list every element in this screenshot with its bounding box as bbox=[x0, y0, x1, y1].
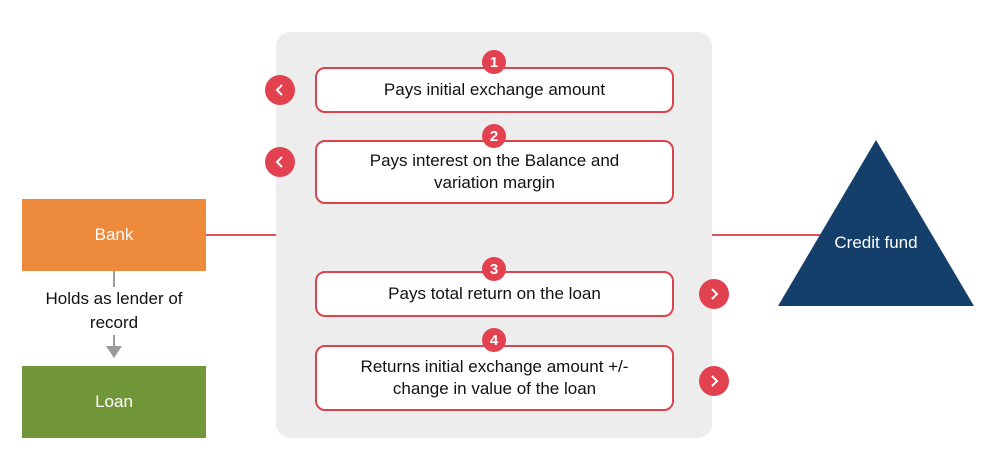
step-1-arrow-left-icon bbox=[265, 75, 295, 105]
loan-box: Loan bbox=[22, 366, 206, 438]
step-2-badge: 2 bbox=[482, 124, 506, 148]
credit-fund-label: Credit fund bbox=[834, 233, 918, 252]
credit-fund-triangle bbox=[778, 140, 974, 306]
step-3-text: Pays total return on the loan bbox=[388, 284, 601, 303]
step-4-arrow-right-icon bbox=[699, 366, 729, 396]
step-4-text: Returns initial exchange amount +/- chan… bbox=[360, 357, 629, 398]
step-4-badge: 4 bbox=[482, 328, 506, 352]
step-2-box: Pays interest on the Balance and variati… bbox=[315, 140, 674, 204]
step-3-arrow-right-icon bbox=[699, 279, 729, 309]
lender-of-record-label: Holds as lender of record bbox=[22, 287, 206, 335]
step-1-box: Pays initial exchange amount bbox=[315, 67, 674, 113]
step-4-box: Returns initial exchange amount +/- chan… bbox=[315, 345, 674, 411]
bank-connector-line bbox=[206, 234, 276, 236]
bank-label: Bank bbox=[94, 225, 134, 244]
fund-connector-line bbox=[712, 234, 824, 236]
step-1-badge: 1 bbox=[482, 50, 506, 74]
bank-box: Bank bbox=[22, 199, 206, 271]
arrow-down-icon bbox=[106, 346, 122, 358]
step-3-badge: 3 bbox=[482, 257, 506, 281]
step-2-text: Pays interest on the Balance and variati… bbox=[369, 151, 620, 192]
step-1-text: Pays initial exchange amount bbox=[383, 80, 606, 99]
step-2-arrow-left-icon bbox=[265, 147, 295, 177]
loan-label: Loan bbox=[95, 392, 133, 411]
